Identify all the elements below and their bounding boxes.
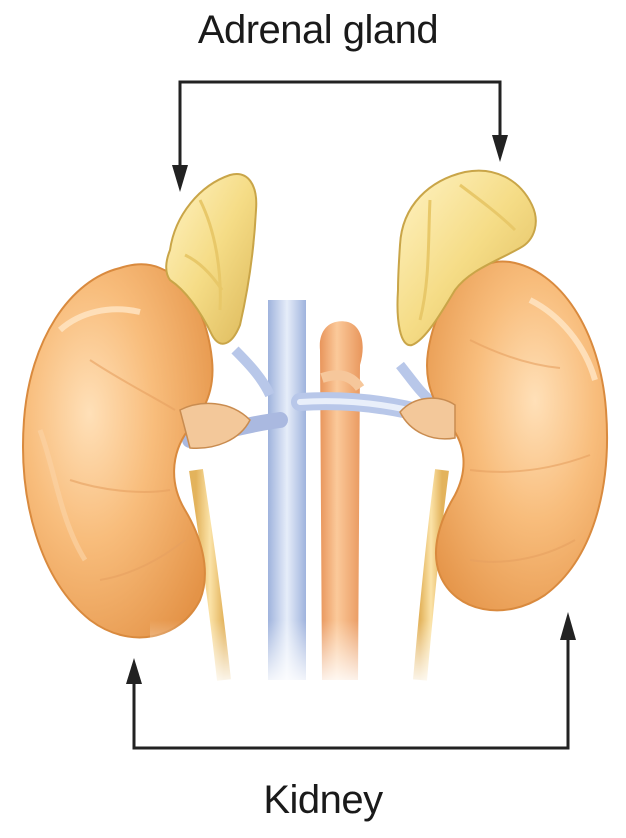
kidney-label: Kidney bbox=[0, 780, 626, 820]
adrenal-gland-label: Adrenal gland bbox=[0, 10, 626, 50]
adrenal-pointer-lines bbox=[180, 82, 500, 165]
arrowhead-right-adrenal bbox=[492, 135, 508, 162]
arrowhead-left-adrenal bbox=[172, 165, 188, 192]
arrowhead-left-kidney bbox=[126, 658, 142, 684]
arrowhead-right-kidney bbox=[560, 612, 576, 640]
